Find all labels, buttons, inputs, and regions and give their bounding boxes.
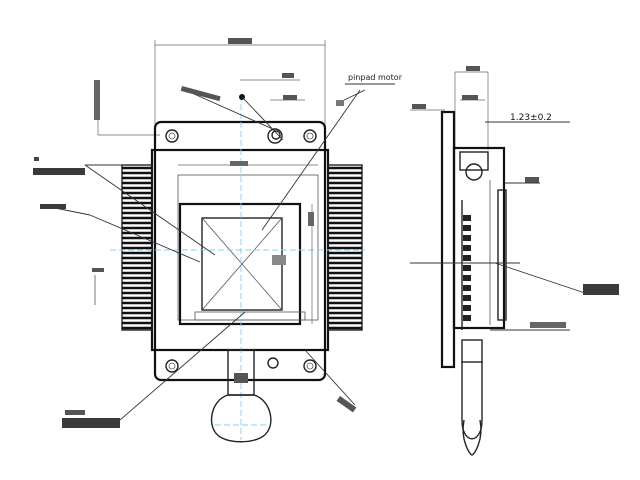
side-fin (463, 315, 471, 321)
front-view: pinpad motor (33, 38, 403, 443)
callout-tag-left-top (33, 157, 85, 175)
heatsink-fins-right (327, 164, 363, 331)
label-tolerance: 1.23±0.2 (510, 113, 552, 123)
side-fin (463, 275, 471, 281)
label-pinpad-motor: pinpad motor (348, 73, 403, 82)
pull-tab (210, 349, 272, 443)
core-outer (178, 202, 302, 326)
side-fin (463, 295, 471, 301)
side-fin (463, 255, 471, 261)
side-body (452, 146, 506, 330)
heatsink-fins-left (121, 164, 153, 331)
callout-tag-right (583, 284, 619, 295)
dimension-label-top (228, 38, 252, 44)
side-plate (440, 110, 456, 369)
side-fin (463, 245, 471, 251)
side-fin (463, 235, 471, 241)
side-fin (463, 215, 471, 221)
side-fin (463, 265, 471, 271)
side-fin (463, 305, 471, 311)
callout-tag-left-mid (40, 204, 66, 209)
side-fin (463, 225, 471, 231)
side-view: 1.23±0.2 (410, 66, 619, 456)
mounting-holes (165, 128, 317, 373)
callout-tag-bottom (62, 418, 120, 428)
side-fin (463, 285, 471, 291)
inner-frame (177, 174, 319, 321)
dimension-label-left-vertical (94, 80, 100, 120)
